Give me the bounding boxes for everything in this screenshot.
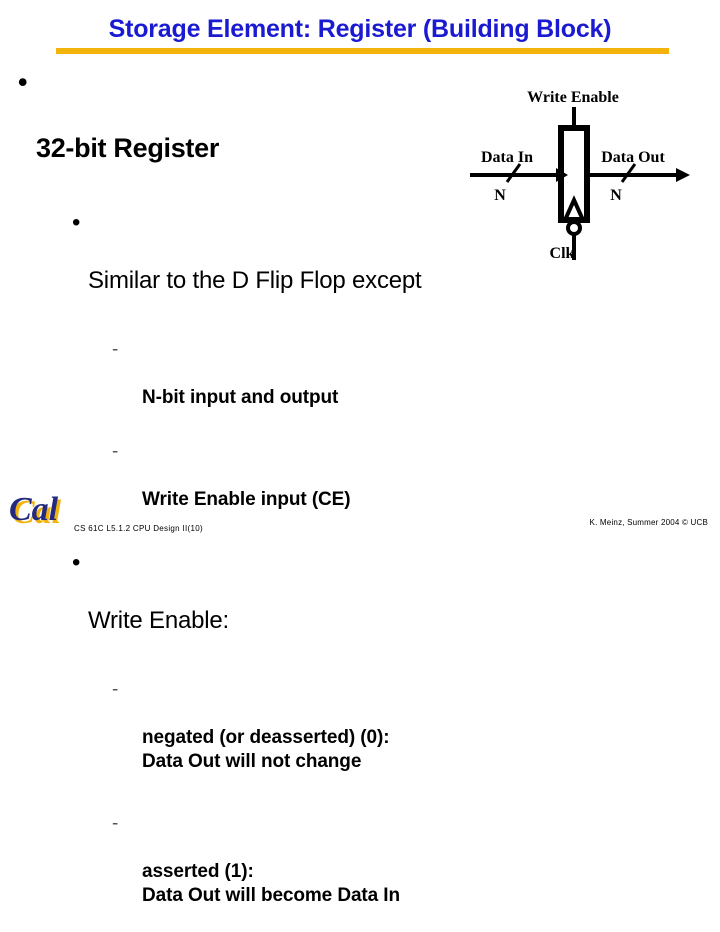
cal-logo-main: Cal <box>9 491 59 528</box>
footer-attribution: K. Meinz, Summer 2004 © UCB <box>589 518 708 527</box>
diagram-data-out-label: Data Out <box>601 149 665 166</box>
cal-logo: Cal Cal <box>8 487 70 531</box>
bullet-level1-register: • 32-bit Register <box>18 66 470 198</box>
bullet-marker: - <box>112 813 119 834</box>
bullet-text: Write Enable: <box>88 607 230 634</box>
bullet-level3-nbit-io: - N-bit input and output <box>112 338 470 434</box>
cal-logo-shadow: Cal <box>12 494 62 531</box>
bullet-marker: - <box>112 441 119 462</box>
bullet-marker: • <box>72 209 81 236</box>
bullet-level3-asserted: - asserted (1): Data Out will become Dat… <box>112 812 470 932</box>
diagram-clock-label: Clk <box>550 245 575 262</box>
bullet-level2-similar-dff: • Similar to the D Flip Flop except <box>72 208 470 324</box>
data-out-arrowhead <box>676 168 690 182</box>
bullet-level3-negated: - negated (or deasserted) (0): Data Out … <box>112 678 470 798</box>
bullet-text: Similar to the D Flip Flop except <box>88 267 422 294</box>
bullet-level2-write-enable: • Write Enable: <box>72 548 470 664</box>
data-in-bus-slash <box>505 163 522 183</box>
bullet-text: 32-bit Register <box>36 133 220 163</box>
bullet-level3-write-enable-ce: - Write Enable input (CE) <box>112 440 470 536</box>
slide-body: • 32-bit Register • Similar to the D Fli… <box>0 66 470 932</box>
cal-logo-shadow-text: Cal <box>12 494 62 531</box>
bullet-marker: • <box>18 67 28 97</box>
register-block-diagram: Write Enable Data In N Data Out N Clk <box>450 80 720 270</box>
bullet-marker: • <box>72 549 81 576</box>
bullet-text: Write Enable input (CE) <box>142 489 351 510</box>
bullet-marker: - <box>112 339 119 360</box>
diagram-bus-width-out-label: N <box>610 187 622 204</box>
title-underline-rule <box>56 48 669 54</box>
diagram-bus-width-in-label: N <box>494 187 506 204</box>
diagram-data-in-label: Data In <box>481 149 533 166</box>
cal-logo-text: Cal <box>9 491 59 528</box>
bullet-text: negated (or deasserted) (0): Data Out wi… <box>142 727 390 772</box>
data-out-bus-slash <box>620 163 637 183</box>
bullet-text: N-bit input and output <box>142 387 339 408</box>
bullet-marker: - <box>112 679 119 700</box>
bullet-text: asserted (1): Data Out will become Data … <box>142 861 400 906</box>
footer-course-label: CS 61C L5.1.2 CPU Design II(10) <box>74 524 203 533</box>
clock-inversion-bubble-icon <box>566 220 582 236</box>
diagram-write-enable-label: Write Enable <box>527 89 619 106</box>
page-title: Storage Element: Register (Building Bloc… <box>108 15 612 43</box>
data-in-arrowhead <box>556 168 568 182</box>
